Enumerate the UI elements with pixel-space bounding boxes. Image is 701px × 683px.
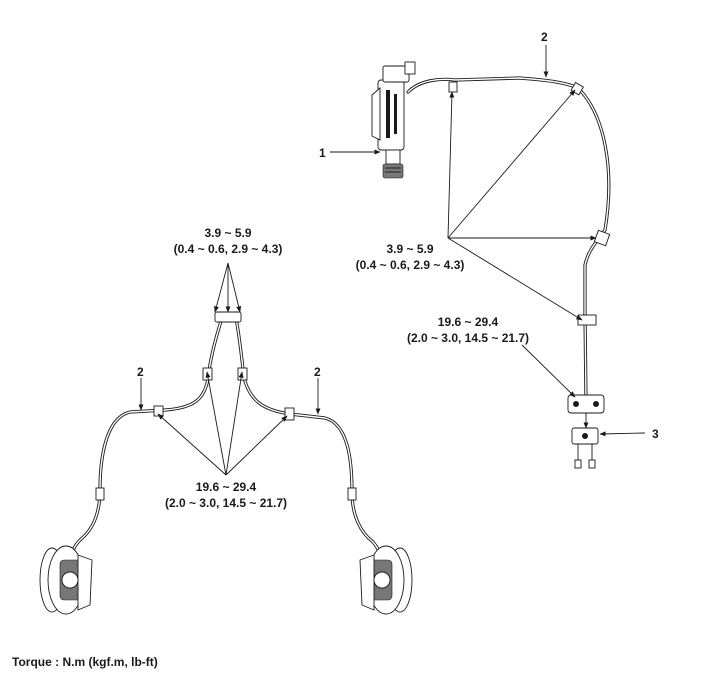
proportioning-valve — [567, 394, 605, 429]
front-right-brake-assembly — [359, 545, 413, 615]
torque-rear-upper-value: 3.9 ~ 5.9 — [386, 242, 433, 256]
rear-brake-pipe — [406, 76, 611, 402]
torque-unit-caption: Torque : N.m (kgf.m, lb-ft) — [12, 655, 158, 669]
front-left-brake-assembly — [39, 545, 93, 615]
torque-rear-upper-detail: (0.4 ~ 0.6, 2.9 ~ 4.3) — [356, 258, 465, 272]
front-pipe-clips — [95, 311, 357, 501]
torque-rear-lower-value: 19.6 ~ 29.4 — [438, 315, 499, 329]
torque-front-lower-value: 19.6 ~ 29.4 — [196, 480, 257, 494]
part-number-1: 1 — [319, 146, 326, 160]
part-number-2-left: 2 — [137, 365, 144, 379]
junction-block — [571, 427, 599, 469]
right-leaders — [330, 45, 646, 437]
part-number-3: 3 — [652, 427, 659, 441]
torque-front-upper-value: 3.9 ~ 5.9 — [204, 226, 251, 240]
torque-front-lower-detail: (2.0 ~ 3.0, 14.5 ~ 21.7) — [165, 496, 287, 510]
left-leaders — [138, 262, 321, 476]
part-number-2-top: 2 — [541, 30, 548, 44]
master-cylinder-assembly — [371, 61, 416, 179]
torque-rear-lower-detail: (2.0 ~ 3.0, 14.5 ~ 21.7) — [407, 331, 529, 345]
rear-pipe-clips — [448, 81, 611, 326]
part-number-2-right: 2 — [314, 365, 321, 379]
torque-front-upper-detail: (0.4 ~ 0.6, 2.9 ~ 4.3) — [174, 242, 283, 256]
front-brake-pipes — [69, 316, 383, 570]
